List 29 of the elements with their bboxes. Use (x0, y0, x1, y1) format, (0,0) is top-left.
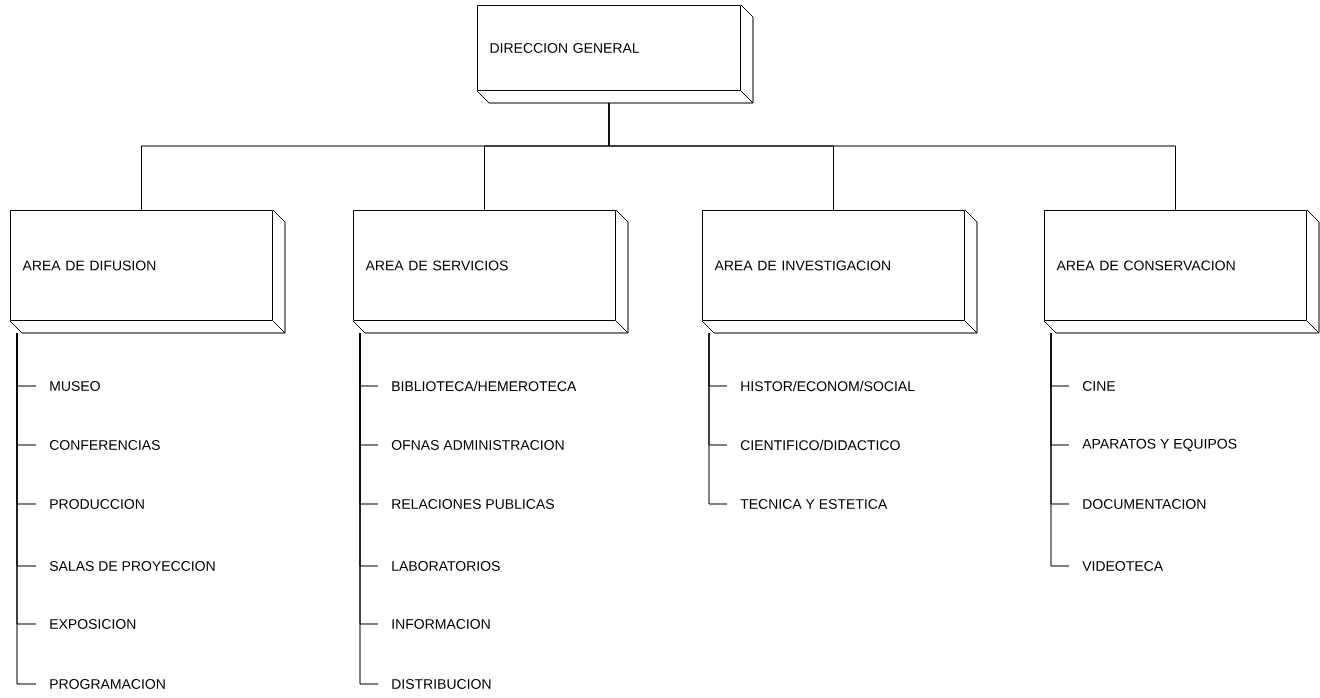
item-label: CIENTIFICO/DIDACTICO (740, 439, 900, 451)
item-label: VIDEOTECA (1082, 561, 1164, 571)
item-label: EXPOSICION (50, 619, 136, 629)
item-label: RELACIONES PUBLICAS (392, 499, 554, 509)
connector-line (359, 332, 379, 685)
box: DIRECCION GENERAL (476, 4, 754, 104)
item-label: BIBLIOTECA/HEMEROTECA (392, 380, 577, 392)
item-label: APARATOS Y EQUIPOS (1082, 438, 1237, 452)
item-label: CINE (1082, 381, 1116, 391)
item-label: PRODUCCION (50, 499, 144, 509)
box: AREA DE CONSERVACION (1043, 209, 1320, 334)
item-label: TECNICA Y ESTETICA (740, 499, 888, 509)
item-label: DOCUMENTACION (1083, 499, 1206, 509)
item-label: OFNAS ADMINISTRACION (391, 440, 564, 450)
item-label: CONFERENCIAS (49, 440, 160, 450)
box: AREA DE INVESTIGACION (701, 209, 978, 334)
connector-line (608, 102, 1176, 211)
connector-line (708, 332, 728, 505)
item-label: LABORATORIOS (392, 561, 500, 571)
item-label: PROGRAMACION (50, 679, 165, 689)
connector-line (1050, 332, 1070, 567)
item-label: INFORMACION (392, 619, 490, 629)
item-label: SALAS DE PROYECCION (49, 561, 215, 571)
box: AREA DE SERVICIOS (352, 209, 629, 334)
item-label: HISTOR/ECONOM/SOCIAL (741, 380, 915, 392)
connector-line (16, 332, 37, 685)
item-label: DISTRIBUCION (392, 679, 491, 689)
box: AREA DE DIFUSION (9, 209, 286, 334)
item-label: MUSEO (50, 381, 100, 391)
